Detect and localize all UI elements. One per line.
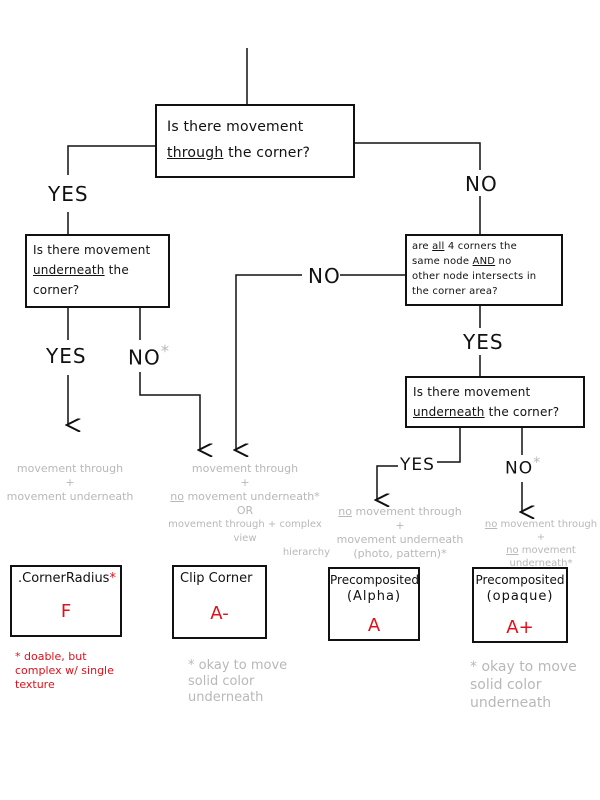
question-same-node: are all 4 corners the same node AND no o… xyxy=(405,234,563,306)
outcome-precomposited-alpha: Precomposited (Alpha) A xyxy=(328,567,420,641)
q1-yes-label: YES xyxy=(48,182,89,206)
q3-text-4: the corner area? xyxy=(412,286,498,297)
precomposited-opaque-label: Precomposited xyxy=(475,573,565,587)
c3-line-3: movement underneath xyxy=(336,533,464,546)
note-corner-radius: * doable, but complex w/ single texture xyxy=(15,650,114,691)
q1-no-line xyxy=(355,142,481,170)
grade-f: F xyxy=(60,601,72,622)
c4-no2-text: no xyxy=(506,545,519,556)
c3-line-1: no movement through xyxy=(330,505,470,519)
q3-text-and: AND xyxy=(472,256,496,267)
q4-no-label: NO* xyxy=(505,455,541,479)
condition-precomposited-alpha: no movement through + movement underneat… xyxy=(330,505,470,561)
q3-text-3: other node intersects in xyxy=(412,271,537,282)
c2-line-1: movement through xyxy=(191,462,299,475)
q1-no-label: NO xyxy=(465,172,498,196)
c2-star: * xyxy=(314,490,320,503)
q2-no-text: NO xyxy=(128,345,161,370)
grade-a-plus: A+ xyxy=(506,617,534,638)
c3-line-1-text: movement through xyxy=(351,505,462,518)
c4-line-1-text: movement through xyxy=(497,519,598,530)
c2-line-2: + xyxy=(240,476,250,489)
c2-no-text: no xyxy=(170,490,184,503)
note-clip-corner: * okay to move solid color underneath xyxy=(188,658,288,705)
c1-line-2: + xyxy=(65,476,75,489)
c3-line-4: (photo, pattern)* xyxy=(330,547,470,561)
c1-line-1: movement through xyxy=(16,462,124,475)
corner-radius-label: .CornerRadius xyxy=(18,571,110,586)
question-movement-underneath-left: Is there movement underneath the corner? xyxy=(25,234,170,308)
outcome-clip-corner: Clip Corner A- xyxy=(172,565,267,639)
q4-text-underlined: underneath xyxy=(413,405,485,419)
q4-yes-arrow xyxy=(377,465,398,500)
grade-a-minus: A- xyxy=(210,603,229,624)
q2-text-underlined: underneath xyxy=(33,263,105,277)
q2-no-arrow xyxy=(139,372,200,450)
corner-radius-star: * xyxy=(109,571,116,586)
condition-through-and-underneath: movement through + movement underneath xyxy=(0,462,140,504)
c4-line-3: no movement xyxy=(482,544,600,557)
q4-yes-label: YES xyxy=(400,455,435,475)
c2-line-3-text: movement underneath xyxy=(183,490,315,503)
q4-no-star: * xyxy=(533,455,542,471)
condition-precomposited-opaque: no movement through + no movement undern… xyxy=(482,518,600,570)
q3-text-2a: same node xyxy=(412,256,473,267)
outcome-corner-radius-name: .CornerRadius* xyxy=(12,567,120,586)
q3-no-arrow xyxy=(236,274,302,450)
clip-corner-label: Clip Corner xyxy=(180,571,253,586)
q4-text-pre: Is there movement xyxy=(413,385,531,399)
q3-text-1a: are xyxy=(412,241,433,252)
precomposited-alpha-label: Precomposited xyxy=(330,573,419,587)
q3-text-1b: 4 corners the xyxy=(444,241,517,252)
c3-line-4-text: (photo, pattern) xyxy=(353,547,442,560)
c4-line-3-text: movement xyxy=(518,545,576,556)
precomposited-alpha-sub: (Alpha) xyxy=(346,589,402,604)
precomposited-opaque-sub: (opaque) xyxy=(486,589,554,604)
q2-yes-label: YES xyxy=(46,344,87,368)
c4-star: * xyxy=(567,558,573,569)
c3-star: * xyxy=(441,547,447,560)
q1-text-pre: Is there movement xyxy=(167,119,304,135)
note-precomposited-opaque: * okay to move solid color underneath xyxy=(470,659,577,711)
c4-line-1: no movement through xyxy=(482,518,600,531)
c4-no-text: no xyxy=(484,519,498,530)
q1-text-post: the corner? xyxy=(228,145,311,161)
q1-text-underlined: through xyxy=(167,145,224,161)
c2-line-4: OR xyxy=(236,504,254,517)
c3-line-2: + xyxy=(395,519,405,532)
condition-clip-corner: movement through + no movement underneat… xyxy=(160,462,330,560)
c2-line-3: no movement underneath* xyxy=(160,490,330,504)
c2-line-5: movement through + complex view xyxy=(168,519,322,544)
question-movement-through: Is there movement through the corner? xyxy=(155,104,355,178)
q4-yes-line xyxy=(437,428,461,463)
c3-no-text: no xyxy=(338,505,352,518)
q4-no-text: NO xyxy=(505,458,534,479)
question-movement-underneath-right: Is there movement underneath the corner? xyxy=(405,376,585,428)
c4-line-4: underneath* xyxy=(482,557,600,570)
q3-no-label: NO xyxy=(308,264,341,288)
outcome-corner-radius: .CornerRadius* F xyxy=(10,565,122,637)
q3-text-2b: no xyxy=(495,256,512,267)
outcome-precomposited-opaque: Precomposited (opaque) A+ xyxy=(472,567,568,643)
grade-a: A xyxy=(367,615,381,636)
c4-line-4-text: underneath xyxy=(509,558,568,569)
q3-yes-label: YES xyxy=(463,330,504,354)
c2-line-6: hierarchy xyxy=(282,547,330,558)
q3-text-all: all xyxy=(432,241,445,252)
q2-text-pre: Is there movement xyxy=(33,243,151,257)
q4-text-post: the corner? xyxy=(488,405,560,419)
q1-yes-line xyxy=(67,145,155,175)
c1-line-3: movement underneath xyxy=(6,490,134,503)
q2-text-post: the corner? xyxy=(33,263,129,297)
q2-no-star: * xyxy=(160,342,171,361)
c4-line-2: + xyxy=(536,532,546,543)
q2-no-label: NO* xyxy=(128,342,170,370)
